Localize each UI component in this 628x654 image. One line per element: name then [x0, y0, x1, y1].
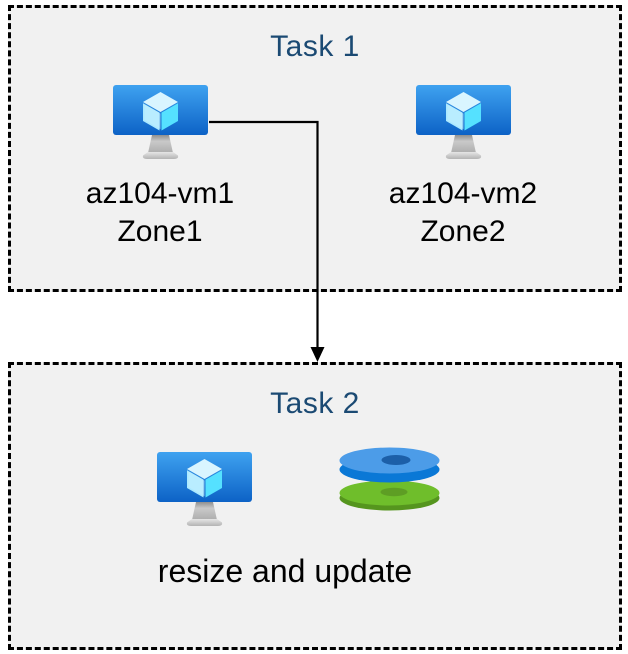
task2-title: Task 2 [270, 387, 360, 420]
task2-box: Task 2 resize and update [8, 362, 622, 650]
virtual-machine-icon [416, 85, 511, 159]
task1-title: Task 1 [270, 30, 360, 63]
task1-box: Task 1 az104-vm1 Zone1 az104-vm2 Zone2 [8, 5, 622, 292]
vm-unit-az104-vm2: az104-vm2 Zone2 [368, 85, 558, 251]
task2-caption: resize and update [157, 553, 413, 589]
vm2-labels: az104-vm2 Zone2 [389, 175, 537, 251]
vm-unit-az104-vm1: az104-vm1 Zone1 [65, 85, 255, 251]
vm1-name: az104-vm1 [85, 177, 235, 210]
virtual-machine-icon [113, 85, 208, 159]
vm2-name: az104-vm2 [388, 177, 538, 210]
vm2-zone: Zone2 [420, 215, 506, 248]
disks-icon [339, 447, 440, 511]
vm1-zone: Zone1 [117, 215, 203, 248]
virtual-machine-icon [157, 452, 252, 526]
vm1-labels: az104-vm1 Zone1 [86, 175, 234, 251]
